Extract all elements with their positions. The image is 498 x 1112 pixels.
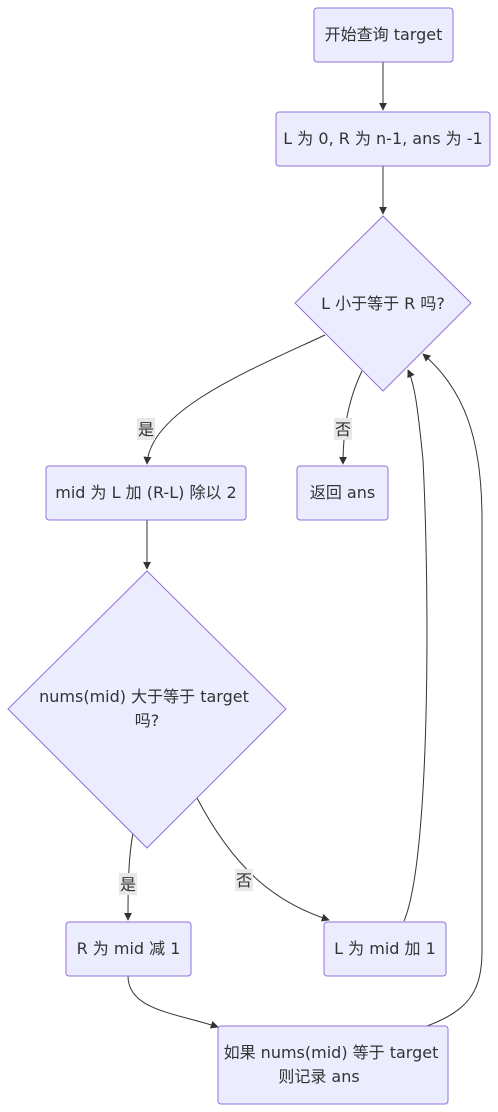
node-record-label-line2: 则记录 ans: [278, 1067, 359, 1086]
node-start-label: 开始查询 target: [325, 25, 443, 44]
edge-l-to-cond-lr: [403, 369, 428, 922]
edges: [124, 62, 483, 1029]
node-record-label-line1: 如果 nums(mid) 等于 target: [224, 1043, 439, 1062]
node-cond-nums-label-line1: nums(mid) 大于等于 target: [39, 687, 249, 706]
node-r-update: R 为 mid 减 1: [65, 921, 192, 977]
edge-label-lr-yes-text: 是: [138, 420, 154, 439]
edge-cond-nums-no-to-l: [196, 797, 330, 922]
edge-label-lr-yes: 是: [137, 418, 155, 440]
node-cond-nums-label-line2: 吗?: [135, 711, 160, 730]
node-start: 开始查询 target: [313, 7, 454, 63]
node-cond-nums: nums(mid) 大于等于 target 吗?: [7, 570, 287, 849]
edge-r-to-record: [127, 975, 219, 1029]
edge-label-lr-no-text: 否: [335, 420, 351, 439]
node-r-update-label: R 为 mid 减 1: [77, 939, 181, 958]
edge-label-nums-no-text: 否: [236, 871, 252, 890]
node-return-ans: 返回 ans: [296, 465, 389, 521]
node-cond-lr: L 小于等于 R 吗?: [294, 215, 472, 392]
node-init: L 为 0, R 为 n-1, ans 为 -1: [275, 111, 491, 167]
node-mid-calc: mid 为 L 加 (R-L) 除以 2: [45, 465, 247, 521]
node-l-update: L 为 mid 加 1: [323, 921, 447, 977]
edge-label-nums-yes-text: 是: [120, 875, 136, 894]
edge-cond-lr-yes-to-mid: [143, 334, 326, 465]
node-record: 如果 nums(mid) 等于 target 则记录 ans: [217, 1025, 449, 1105]
edge-label-nums-yes: 是: [119, 873, 137, 895]
node-return-ans-label: 返回 ans: [310, 483, 375, 502]
edge-label-nums-no: 否: [235, 869, 253, 891]
node-init-label: L 为 0, R 为 n-1, ans 为 -1: [283, 129, 482, 148]
edge-cond-lr-no-to-return: [339, 370, 363, 465]
node-mid-calc-label: mid 为 L 加 (R-L) 除以 2: [55, 483, 236, 502]
edge-label-lr-no: 否: [334, 418, 352, 440]
node-l-update-label: L 为 mid 加 1: [334, 939, 436, 958]
node-cond-lr-label: L 小于等于 R 吗?: [321, 294, 445, 313]
edge-record-to-cond-lr: [422, 353, 483, 1027]
